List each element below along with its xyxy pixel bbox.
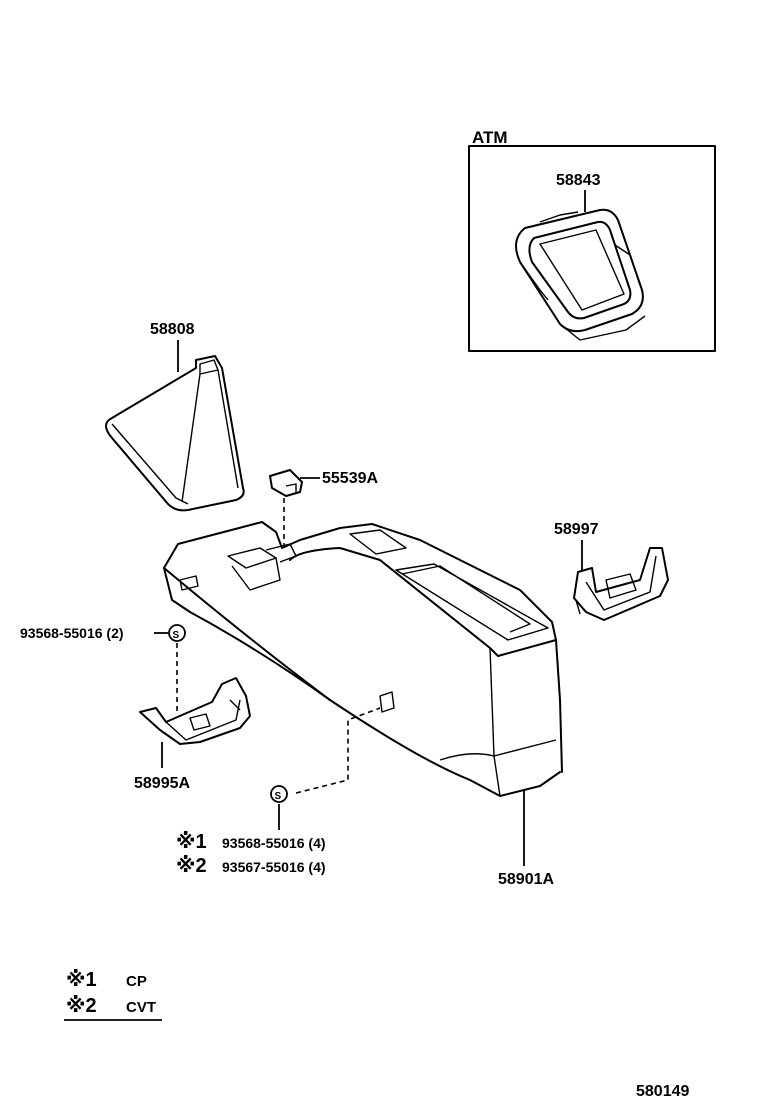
- bottom-screw-group: S ※1 93568-55016 (4) ※2 93567-55016 (4): [176, 707, 381, 877]
- shift-bezel-drawing: [515, 208, 646, 341]
- clip-group: 55539A: [269, 469, 378, 548]
- bottom-screw-dashed-guide: [295, 707, 381, 794]
- shift-boot-drawing: [105, 355, 245, 512]
- rear-bracket-drawing: [573, 547, 669, 621]
- front-bracket-group: 58995A: [134, 677, 251, 792]
- side-screw-marker-text: S: [173, 630, 180, 641]
- atm-title: ATM: [472, 128, 508, 147]
- atm-frame: [468, 145, 716, 352]
- side-screw-group: 93568-55016 (2) S: [20, 624, 186, 712]
- bottom-screw-marker-text: S: [275, 791, 282, 802]
- bottom-screw-marker: [270, 785, 288, 803]
- side-screw-marker: [168, 624, 186, 642]
- console-box-group: 58901A: [163, 521, 563, 888]
- rear-bracket-group: 58997: [554, 521, 669, 621]
- legend: ※1 CP ※2 CVT: [64, 969, 162, 1021]
- variant-screw-list: ※1 93568-55016 (4) ※2 93567-55016 (4): [176, 831, 326, 877]
- diagram-id: 580149: [636, 1083, 689, 1100]
- front-bracket-label: 58995A: [134, 775, 190, 792]
- variant-1-mark: ※1: [176, 831, 207, 853]
- variant-2-mark: ※2: [176, 855, 207, 877]
- side-screw-label: 93568-55016 (2): [20, 625, 124, 641]
- console-label: 58901A: [498, 871, 554, 888]
- legend-1-label: CP: [126, 973, 147, 990]
- front-bracket-drawing: [139, 677, 251, 745]
- console-box-drawing: [163, 521, 563, 797]
- legend-1-mark: ※1: [66, 969, 97, 991]
- variant-2-number: 93567-55016 (4): [222, 859, 326, 875]
- atm-inset: ATM 58843: [468, 128, 716, 352]
- legend-2-label: CVT: [126, 999, 156, 1016]
- rear-bracket-label: 58997: [554, 521, 599, 538]
- clip-drawing: [269, 469, 303, 497]
- shift-boot-group: 58808: [105, 321, 245, 512]
- legend-2-mark: ※2: [66, 995, 97, 1017]
- clip-label: 55539A: [322, 470, 378, 487]
- atm-part-label: 58843: [556, 172, 601, 189]
- shift-boot-label: 58808: [150, 321, 195, 338]
- variant-1-number: 93568-55016 (4): [222, 835, 326, 851]
